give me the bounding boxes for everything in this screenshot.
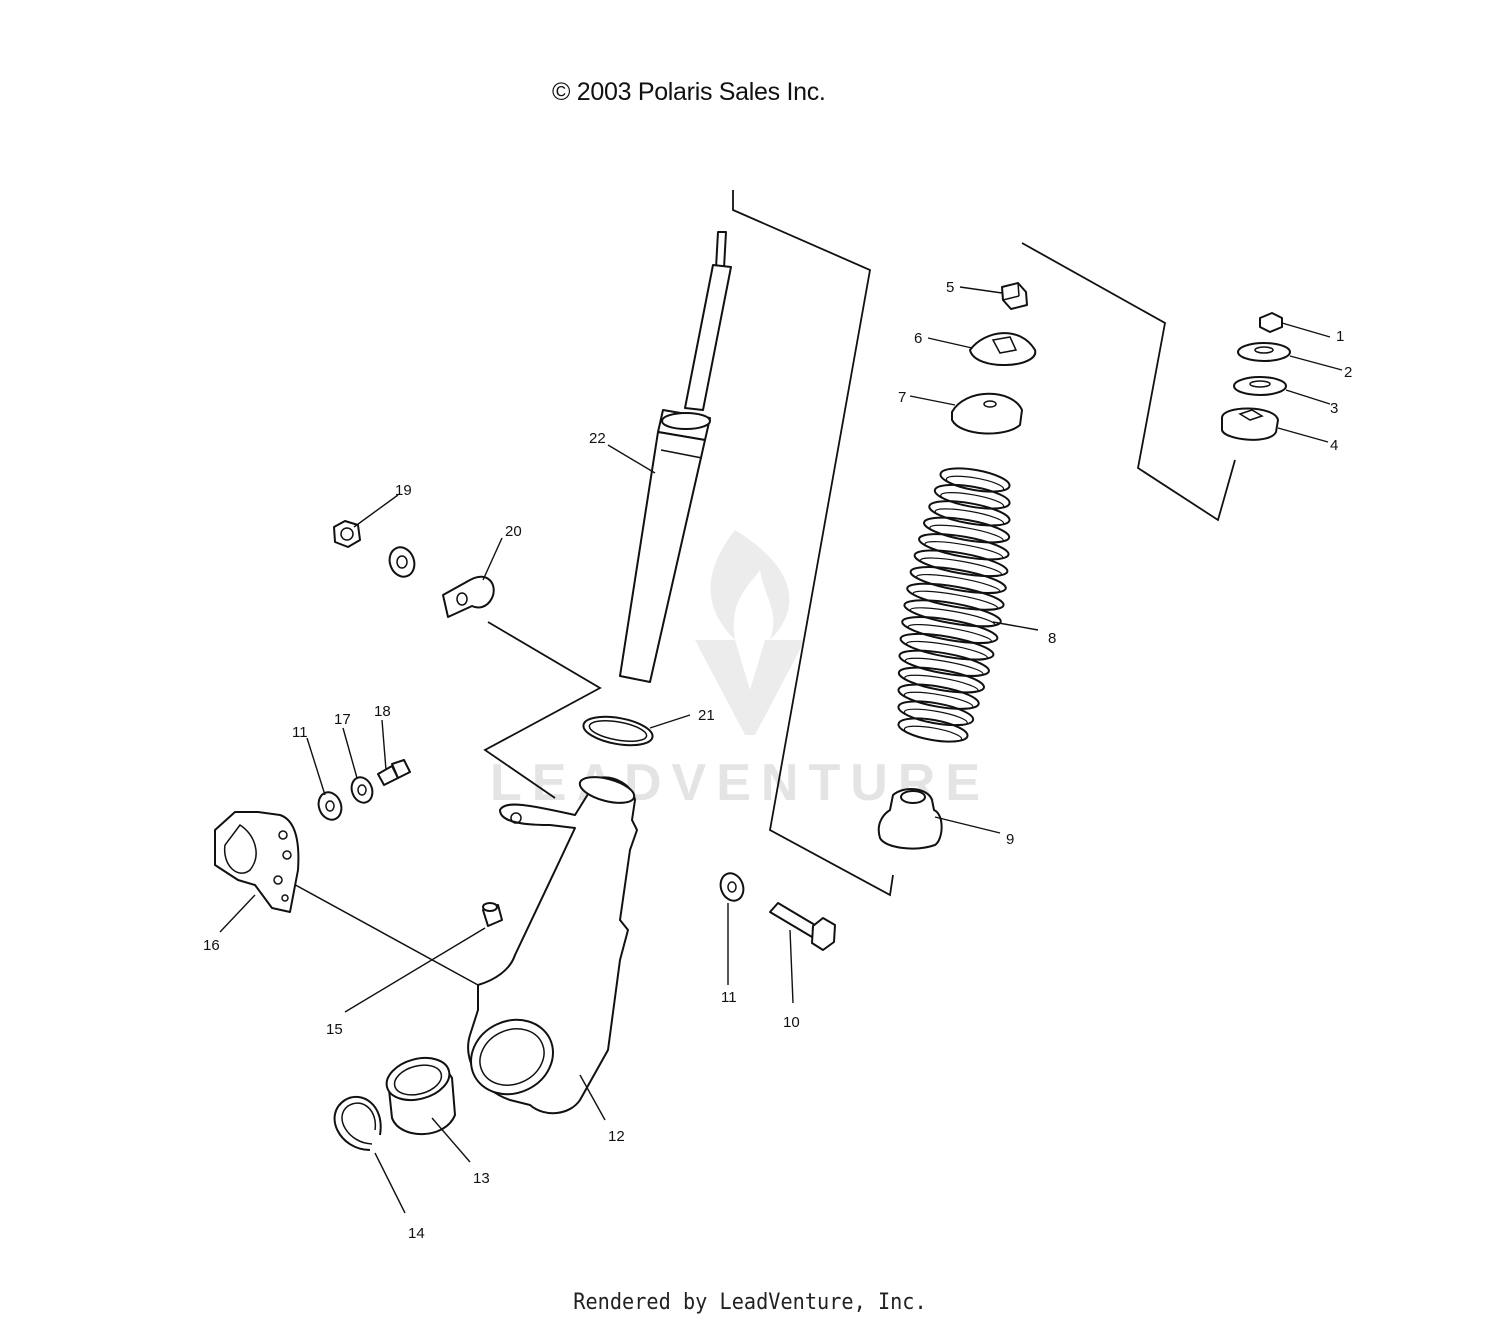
dome-cap <box>969 332 1037 367</box>
spring-coil-inner <box>909 607 996 628</box>
bump-stop <box>877 788 943 850</box>
spring-coil-inner <box>945 475 1005 493</box>
spring-coil <box>909 566 1007 594</box>
spring-coil-inner <box>904 657 984 677</box>
callout-14: 14 <box>408 1225 425 1242</box>
callout-1: 1 <box>1336 328 1344 345</box>
spring-coil <box>903 599 1002 628</box>
spring-coil-inner <box>919 557 1003 578</box>
spring-coil-inner <box>929 524 1004 544</box>
callout-3: 3 <box>1330 400 1338 417</box>
callout-2: 2 <box>1344 364 1352 381</box>
callout-22: 22 <box>589 430 606 447</box>
spring-coil-inner <box>904 674 979 694</box>
callout-11-right: 11 <box>721 989 737 1006</box>
callout-18: 18 <box>374 703 391 720</box>
spring-coil-inner <box>907 623 993 645</box>
snap-ring <box>333 1095 382 1151</box>
caliper-hardware <box>317 759 411 821</box>
upper-spring-seat <box>951 392 1023 435</box>
spring-coil-inner <box>903 725 963 743</box>
callout-20: 20 <box>505 523 522 540</box>
spring-coil-inner <box>905 640 989 661</box>
callout-16: 16 <box>203 937 220 954</box>
leader-lines <box>219 286 1343 1214</box>
callout-21: 21 <box>698 707 715 724</box>
callout-15: 15 <box>326 1021 343 1038</box>
callout-9: 9 <box>1006 831 1014 848</box>
spring-coil <box>899 632 995 661</box>
spring-coil <box>906 582 1005 611</box>
mount-hardware <box>719 872 836 951</box>
callout-12: 12 <box>608 1128 625 1145</box>
callout-7: 7 <box>898 389 906 406</box>
callout-17: 17 <box>334 711 351 728</box>
callout-numbers: 5 6 7 8 9 1 2 3 4 22 21 19 20 11 17 18 1… <box>203 279 1352 1242</box>
callout-11-left: 11 <box>292 724 308 741</box>
grease-fitting <box>482 902 503 927</box>
wheel-bearing <box>385 1056 456 1136</box>
clip-hardware <box>333 520 495 618</box>
strut-shock-absorber <box>619 231 732 683</box>
spring-coil-inner <box>934 508 1005 527</box>
spring-coil-inner <box>912 590 999 611</box>
steering-knuckle <box>467 776 638 1115</box>
callout-8: 8 <box>1048 630 1056 647</box>
spring-coil <box>913 549 1009 578</box>
spring-coil-inner <box>915 573 1001 595</box>
top-nut <box>1001 282 1028 310</box>
copyright-notice: © 2003 Polaris Sales Inc. <box>552 78 826 106</box>
spring-coil-inner <box>924 541 1004 561</box>
callout-5: 5 <box>946 279 954 296</box>
coil-spring <box>897 467 1011 743</box>
spring-coil-inner <box>940 492 1005 510</box>
callout-13: 13 <box>473 1170 490 1187</box>
top-hardware-stack <box>1221 312 1291 441</box>
seal-ring <box>582 715 654 747</box>
spring-coil-inner <box>903 708 968 726</box>
callout-4: 4 <box>1330 437 1338 454</box>
spring-coil-inner <box>903 691 974 710</box>
assembly-brackets <box>289 190 1236 986</box>
callout-10: 10 <box>783 1014 800 1031</box>
callout-19: 19 <box>395 482 412 499</box>
brake-caliper <box>214 811 300 913</box>
callout-6: 6 <box>914 330 922 347</box>
rendered-by-footer: Rendered by LeadVenture, Inc. <box>573 1290 927 1315</box>
leadventure-watermark: LEADVENTURE <box>490 530 980 812</box>
spring-coil <box>901 616 999 644</box>
